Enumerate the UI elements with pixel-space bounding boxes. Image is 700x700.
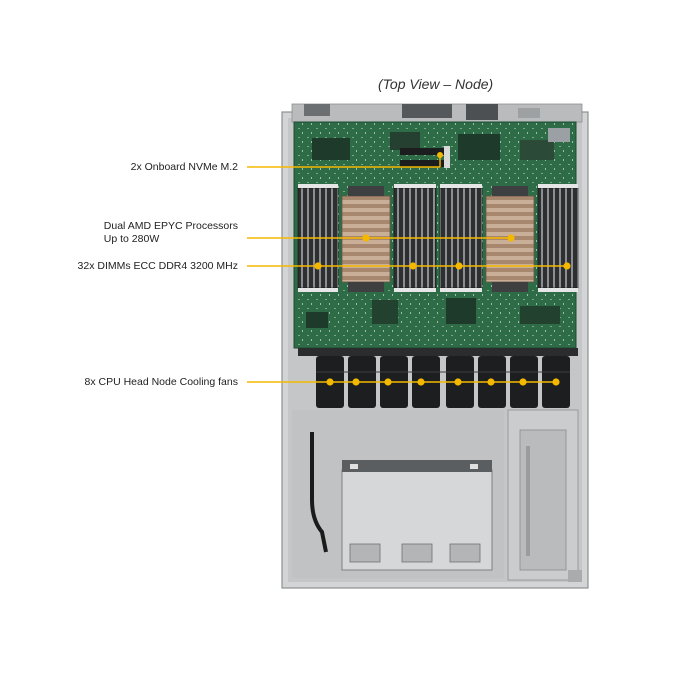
callout-text-cpu-line1: Dual AMD EPYC Processors	[103, 220, 238, 232]
callout-text-cpu-line2: Up to 280W	[103, 233, 160, 245]
view-title: (Top View – Node)	[378, 76, 494, 92]
callout-label-fans: 8x CPU Head Node Cooling fans	[84, 376, 238, 389]
callout-text-fans: 8x CPU Head Node Cooling fans	[84, 376, 238, 388]
callout-label-nvme: 2x Onboard NVMe M.2	[131, 161, 238, 174]
callout-label-dimm: 32x DIMMs ECC DDR4 3200 MHz	[78, 260, 238, 273]
lower-bay	[292, 409, 582, 582]
callout-label-cpu: Dual AMD EPYC Processors Up to 280W	[104, 220, 238, 246]
callout-lines	[247, 152, 571, 386]
callout-text-nvme: 2x Onboard NVMe M.2	[130, 161, 238, 173]
callout-line-nvme	[247, 152, 443, 168]
callout-text-dimm: 32x DIMMs ECC DDR4 3200 MHz	[77, 260, 238, 272]
callout-line-dimm	[247, 262, 571, 270]
nvme-m2-slots	[400, 146, 450, 168]
callout-line-cpu	[247, 234, 515, 242]
cooling-fans	[298, 348, 578, 408]
callout-line-fans	[247, 378, 560, 386]
